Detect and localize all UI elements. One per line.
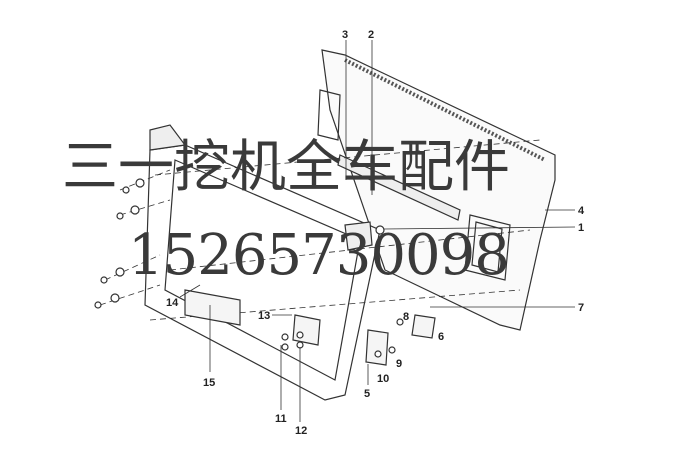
callout-8: 8 (403, 311, 409, 323)
callout-10: 10 (377, 373, 389, 385)
callout-3: 3 (342, 29, 348, 41)
watermark-phone-number: 15265730098 (128, 223, 510, 288)
callout-7: 7 (578, 302, 584, 314)
bracket-1 (344, 221, 373, 251)
bracket-6 (411, 314, 436, 339)
callout-6: 6 (438, 331, 444, 343)
callout-14: 14 (166, 297, 179, 309)
callout-4: 4 (578, 205, 585, 217)
callout-12: 12 (295, 425, 307, 437)
rear-panel (321, 49, 556, 331)
callout-13: 13 (258, 310, 270, 322)
plate-15 (184, 289, 241, 326)
callout-15: 15 (203, 377, 215, 389)
plate-13 (292, 314, 321, 346)
callout-11: 11 (275, 413, 287, 425)
guide-rail (337, 154, 461, 221)
rear-panel-serration (344, 58, 546, 162)
bracket-5 (365, 329, 389, 366)
callout-5: 5 (364, 388, 370, 400)
callout-9: 9 (396, 358, 402, 370)
watermark-shop-name: 三一挖机全车配件 (62, 135, 510, 200)
callout-2: 2 (368, 29, 374, 41)
callout-1: 1 (578, 222, 584, 234)
